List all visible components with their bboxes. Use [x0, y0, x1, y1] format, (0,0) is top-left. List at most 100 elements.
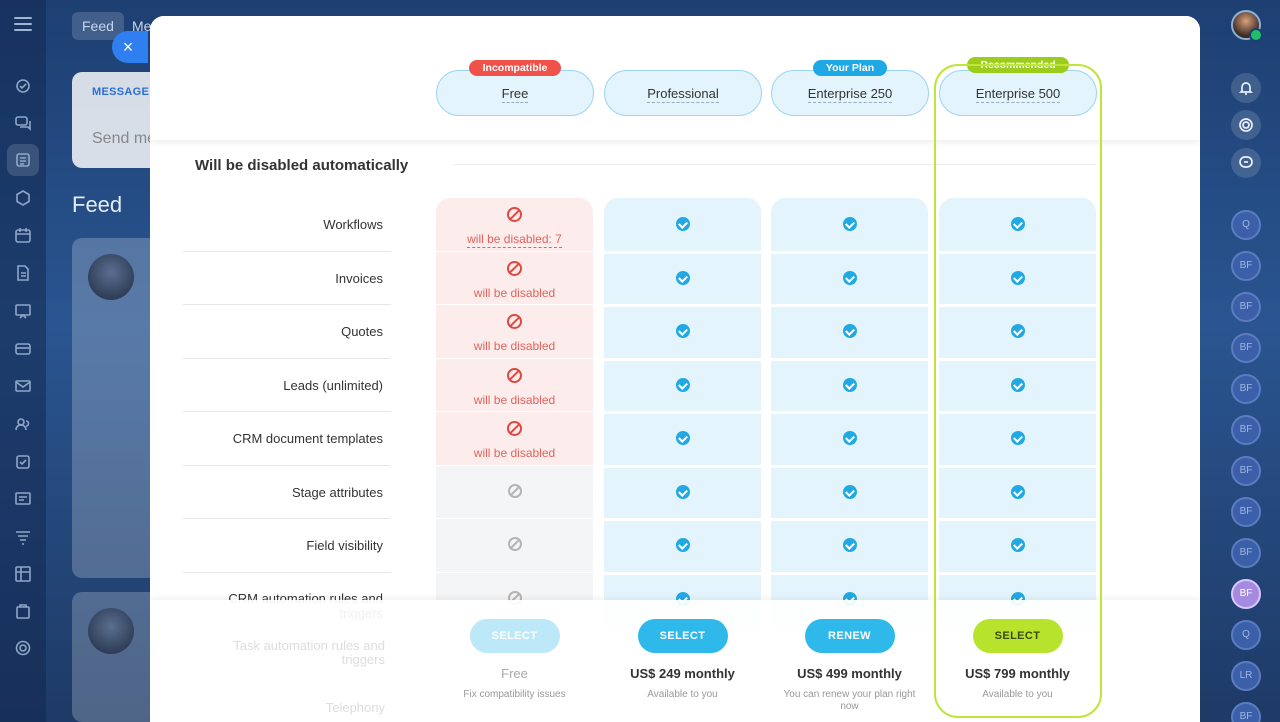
settings-icon[interactable]: [13, 638, 33, 658]
store-icon[interactable]: [13, 601, 33, 621]
contact-avatar[interactable]: BF: [1231, 497, 1261, 527]
tab-messenger[interactable]: Me: [132, 18, 152, 34]
messages-icon[interactable]: [1231, 148, 1261, 178]
included-cell: [771, 538, 928, 557]
plan-professional[interactable]: Professional: [604, 70, 762, 116]
bell-icon[interactable]: [1231, 73, 1261, 103]
renew-button[interactable]: RENEW: [804, 619, 895, 653]
grid-icon[interactable]: [13, 564, 33, 584]
contact-avatar[interactable]: BF: [1231, 538, 1261, 568]
included-cell: [939, 217, 1096, 236]
plan-comparison-dialog: Free Professional Enterprise 250 Enterpr…: [150, 16, 1200, 722]
disabled-cell: will be disabled: 7: [436, 207, 593, 248]
plan-enterprise-500[interactable]: Enterprise 500: [939, 70, 1097, 116]
included-cell: [939, 538, 1096, 557]
incompatible-badge: Incompatible: [469, 60, 561, 76]
tab-feed[interactable]: Feed: [72, 12, 124, 40]
contact-avatar[interactable]: BF: [1231, 292, 1261, 322]
select-free-button[interactable]: SELECT: [469, 619, 560, 653]
contact-avatar[interactable]: BF: [1231, 251, 1261, 281]
feature-label: Leads (unlimited): [283, 377, 383, 393]
crm-icon[interactable]: [13, 339, 33, 359]
contact-avatar[interactable]: BF: [1231, 579, 1261, 609]
disabled-cell: will be disabled: [436, 367, 593, 407]
check-icon: [675, 538, 690, 552]
contact-avatar[interactable]: BF: [1231, 456, 1261, 486]
disabled-text: will be disabled: [473, 446, 556, 460]
feed-post: [72, 592, 162, 722]
contact-avatar[interactable]: LR: [1231, 661, 1261, 691]
feed-post: [72, 238, 162, 578]
select-enterprise-500-button[interactable]: SELECT: [972, 619, 1063, 653]
included-cell: [939, 377, 1096, 397]
contact-avatar[interactable]: Q: [1231, 210, 1261, 240]
row-gap: [436, 571, 1096, 575]
contacts-icon[interactable]: [13, 414, 33, 434]
contact-avatar[interactable]: BF: [1231, 374, 1261, 404]
feature-label: Invoices: [335, 270, 383, 286]
groups-icon[interactable]: [13, 188, 33, 208]
plan-price: US$ 799 monthly: [965, 666, 1070, 681]
check-icon: [842, 484, 857, 499]
select-professional-button[interactable]: SELECT: [637, 619, 728, 653]
plan-header: Free Professional Enterprise 250 Enterpr…: [150, 16, 1200, 140]
plan-price: US$ 499 monthly: [797, 666, 902, 681]
check-icon: [842, 324, 857, 338]
filter-icon[interactable]: [13, 527, 33, 547]
unavailable-cell: [436, 483, 593, 503]
plan-price: Free: [501, 666, 528, 681]
sites-icon[interactable]: [13, 489, 33, 509]
row-gap: [436, 464, 1096, 468]
calendar-icon[interactable]: [13, 225, 33, 245]
row-divider: [183, 411, 391, 412]
plan-enterprise-250[interactable]: Enterprise 250: [771, 70, 929, 116]
plan-free[interactable]: Free: [436, 70, 594, 116]
tasks-icon[interactable]: [13, 76, 33, 96]
checklist-icon[interactable]: [13, 452, 33, 472]
plan-note: You can renew your plan right now: [783, 689, 916, 712]
plan-name: Professional: [647, 86, 719, 103]
check-icon: [1010, 324, 1025, 338]
chat-icon[interactable]: [13, 113, 33, 133]
board-icon[interactable]: [13, 301, 33, 321]
copilot-icon[interactable]: [1231, 110, 1261, 140]
menu-icon[interactable]: [14, 17, 32, 31]
feature-label: Field visibility: [306, 538, 383, 553]
online-status-icon: [1249, 28, 1263, 42]
row-divider: [183, 571, 391, 573]
feature-label: Quotes: [341, 324, 383, 339]
check-icon: [675, 324, 690, 338]
included-cell: [939, 431, 1096, 450]
prohibited-icon: [507, 207, 522, 222]
included-cell: [771, 217, 928, 236]
check-icon: [842, 217, 857, 231]
plan-note: Available to you: [647, 689, 718, 700]
disabled-text: will be disabled: [473, 339, 556, 353]
check-icon: [675, 270, 690, 285]
disabled-cell: will be disabled: [436, 421, 593, 460]
close-button[interactable]: ×: [112, 31, 148, 63]
contact-avatar[interactable]: BF: [1231, 702, 1261, 722]
footer-free: SELECT Free Fix compatibility issues: [436, 600, 593, 701]
included-cell: [604, 324, 761, 343]
mail-icon[interactable]: [13, 376, 33, 396]
user-avatar[interactable]: [1231, 10, 1263, 42]
plan-name: Free: [501, 86, 529, 103]
included-cell: [604, 431, 761, 450]
check-icon: [675, 484, 690, 499]
check-icon: [1010, 538, 1025, 552]
check-icon: [842, 377, 857, 392]
feed-icon[interactable]: [7, 144, 39, 176]
contact-avatar[interactable]: BF: [1231, 333, 1261, 363]
prohibited-icon: [507, 421, 522, 436]
row-gap: [436, 518, 1096, 521]
contact-avatar[interactable]: Q: [1231, 620, 1261, 650]
contact-avatar[interactable]: BF: [1231, 415, 1261, 445]
documents-icon[interactable]: [13, 263, 33, 283]
disabled-text[interactable]: will be disabled: 7: [467, 232, 562, 248]
feature-label: CRM document templates: [232, 431, 383, 446]
plan-note: Available to you: [982, 689, 1053, 700]
included-cell: [771, 484, 928, 504]
row-gap: [436, 357, 1096, 361]
check-icon: [1010, 217, 1025, 231]
